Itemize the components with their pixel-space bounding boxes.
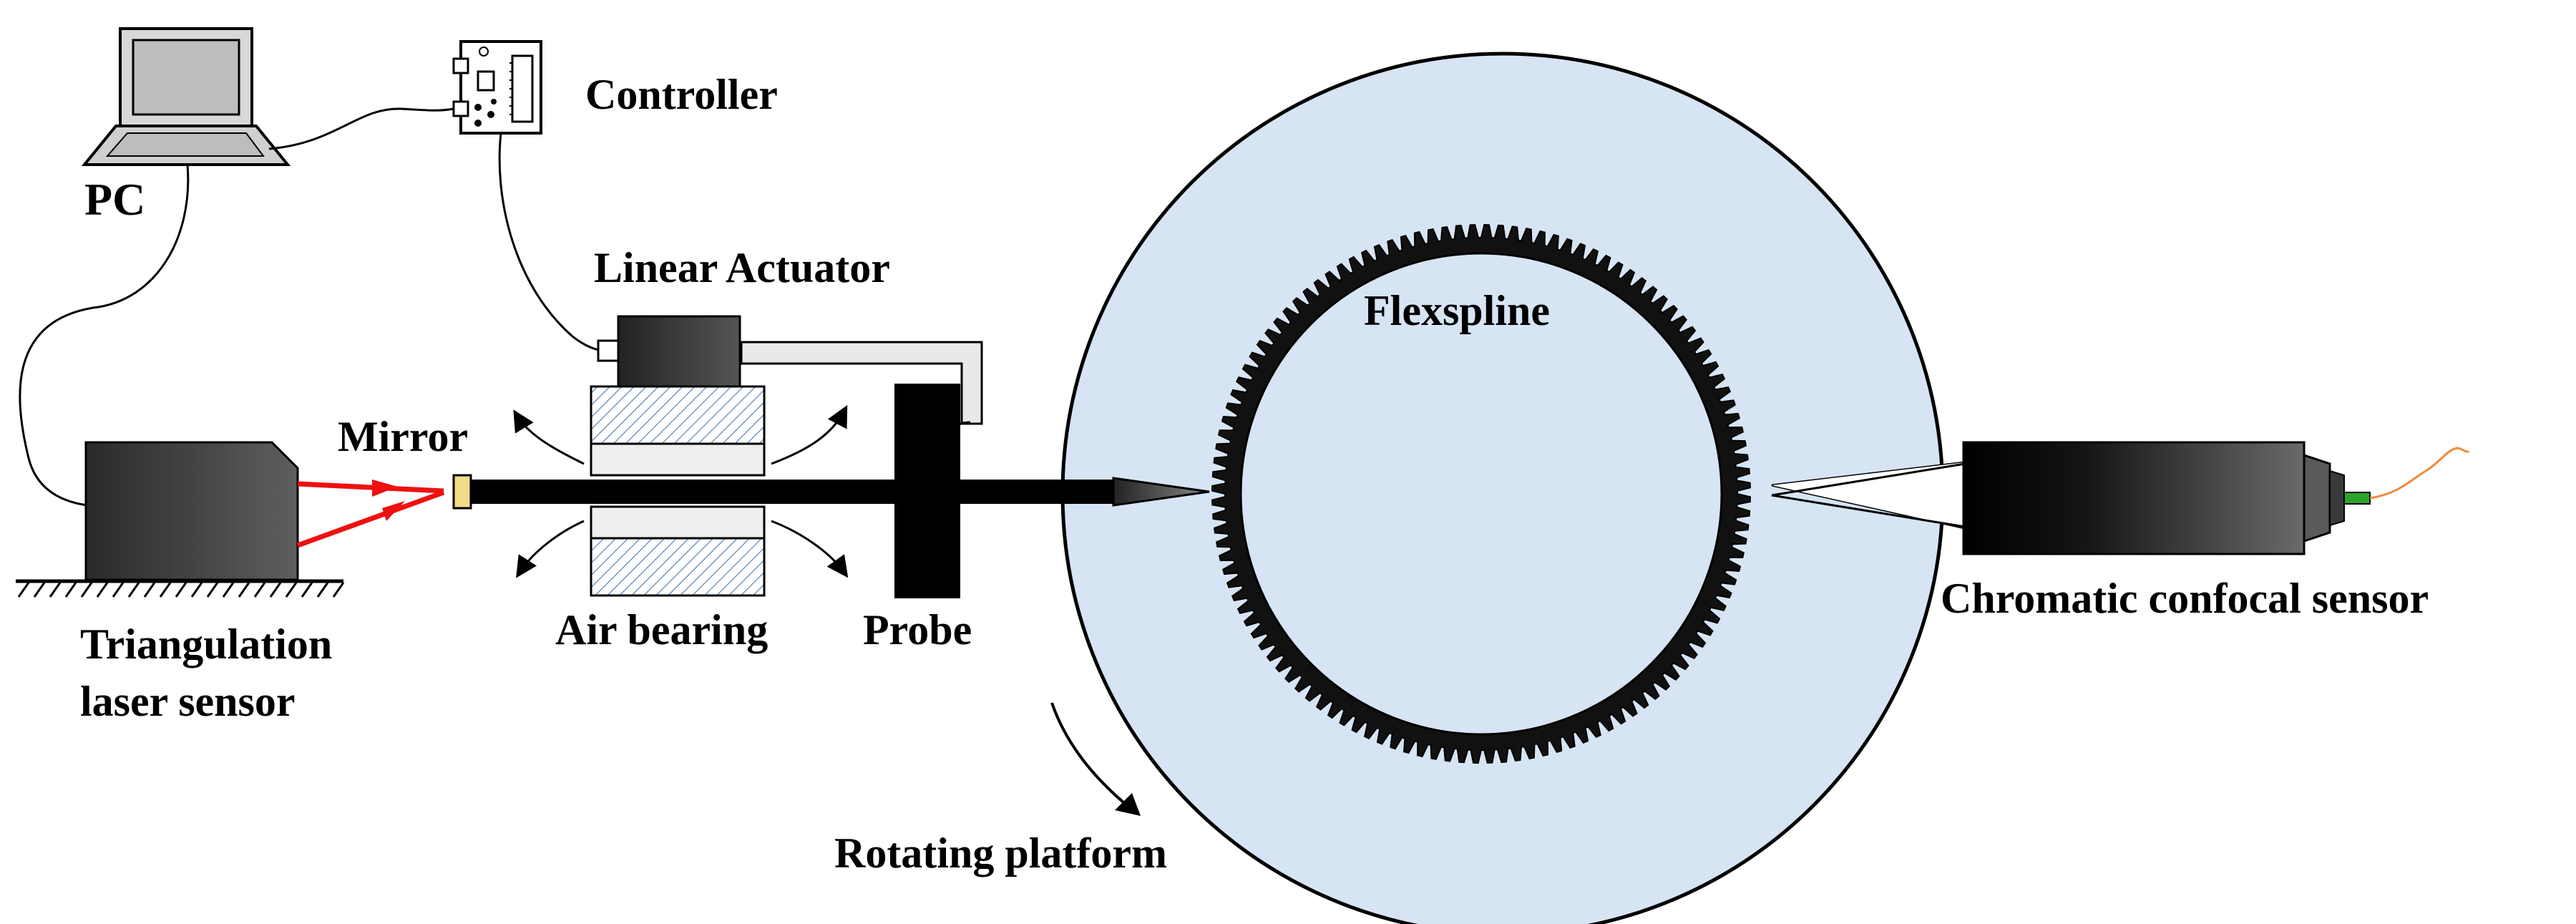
mirror xyxy=(452,474,472,510)
probe-plate xyxy=(894,384,960,598)
laser-beams xyxy=(296,480,445,548)
pc-laptop-icon xyxy=(81,27,291,166)
label-flexspline: Flexspline xyxy=(1364,287,1550,334)
cables xyxy=(19,107,606,507)
air-bearing xyxy=(513,385,849,597)
label-rotating-platform: Rotating platform xyxy=(834,830,1167,877)
label-triangulation-line1: Triangulation xyxy=(80,621,332,668)
linear-actuator xyxy=(597,315,983,436)
label-pc: PC xyxy=(84,174,145,225)
probe-shaft xyxy=(471,480,1113,504)
label-triangulation-line2: laser sensor xyxy=(80,678,296,725)
label-controller: Controller xyxy=(585,71,778,118)
probe-tip xyxy=(1112,477,1210,507)
label-chromatic-sensor: Chromatic confocal sensor xyxy=(1941,575,2429,622)
rotation-arrow-head xyxy=(1115,793,1141,816)
label-air-bearing: Air bearing xyxy=(555,606,768,653)
chromatic-confocal-sensor xyxy=(1771,441,2470,555)
label-mirror: Mirror xyxy=(338,413,468,460)
controller-board-icon xyxy=(452,40,542,135)
label-probe: Probe xyxy=(863,606,972,653)
flexspline-gear xyxy=(1211,223,1752,764)
rotation-arrow xyxy=(1050,702,1138,814)
flexspline-bore xyxy=(1239,252,1723,736)
triangulation-laser-sensor xyxy=(16,441,345,598)
label-linear-actuator: Linear Actuator xyxy=(594,244,890,291)
